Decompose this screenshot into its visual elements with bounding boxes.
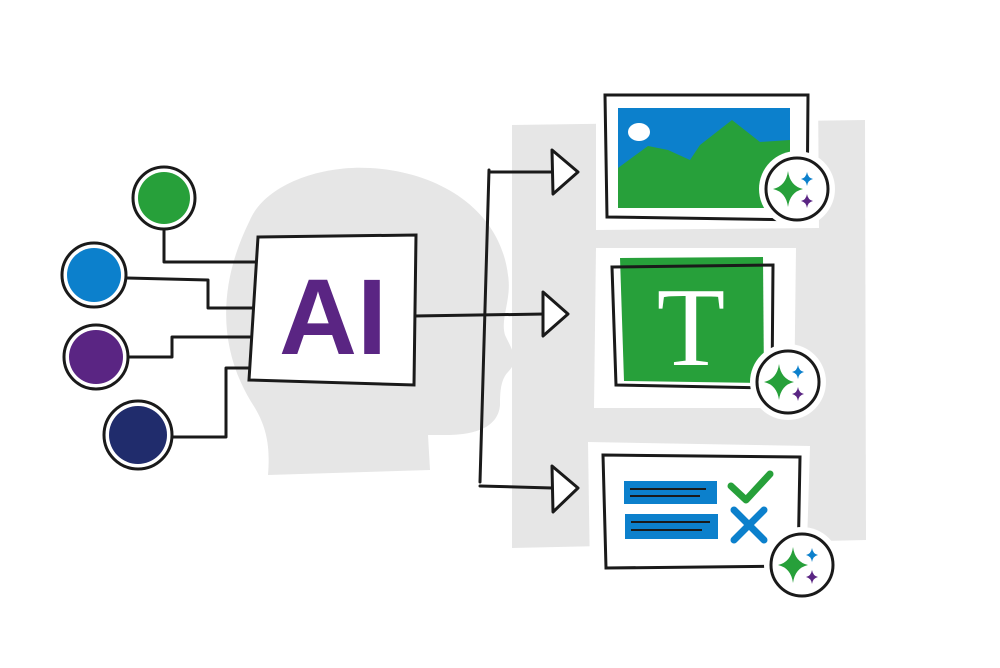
sparkle-purple-icon: [806, 570, 818, 584]
connector-purple: [126, 335, 252, 359]
sparkle-green-icon: [778, 547, 808, 583]
sparkle-blue-icon: [806, 548, 818, 562]
sparkle-blue-icon: [801, 172, 813, 186]
image-mountains-icon: [618, 120, 790, 208]
image-sun-icon: [628, 123, 650, 141]
ai-box: AI: [247, 233, 418, 387]
input-nodes: [60, 165, 197, 471]
checkmark-icon: [727, 470, 774, 504]
connector-bottom: [478, 484, 554, 490]
quiz-sparkle-badge: [764, 527, 840, 603]
sparkle-green-icon: [773, 171, 803, 207]
ai-label: AI: [279, 256, 387, 377]
green-input-fill: [138, 172, 190, 224]
quiz-bar-bottom: [625, 514, 718, 539]
blue-input-fill: [67, 248, 121, 302]
arrowheads: [541, 148, 580, 514]
sparkle-purple-icon: [801, 194, 813, 208]
arrowhead-middle: [541, 290, 570, 338]
purple-input-fill: [69, 330, 123, 384]
connector-blue: [124, 276, 260, 310]
quiz-bar-top: [624, 481, 717, 504]
text-output: T: [594, 248, 826, 420]
connector-navy: [170, 366, 252, 439]
connectors: [124, 168, 554, 490]
image-sparkle-badge: [759, 151, 835, 227]
arrowhead-bottom: [550, 464, 580, 514]
connector-green: [162, 223, 260, 264]
text-sparkle-badge: [750, 344, 826, 420]
sparkle-purple-icon: [792, 387, 804, 401]
text-icon: T: [657, 266, 725, 390]
quiz-output: [588, 442, 840, 603]
ai-box-frame: [247, 233, 418, 387]
sparkle-green-icon: [764, 364, 794, 400]
connector-out: [412, 312, 547, 318]
image-output: [596, 86, 835, 230]
connector-trunk: [478, 168, 491, 484]
arrowhead-top: [550, 148, 580, 196]
navy-input-fill: [109, 406, 167, 464]
text-card-green: [620, 257, 764, 383]
sparkle-blue-icon: [792, 365, 804, 379]
cross-icon: [730, 506, 768, 544]
